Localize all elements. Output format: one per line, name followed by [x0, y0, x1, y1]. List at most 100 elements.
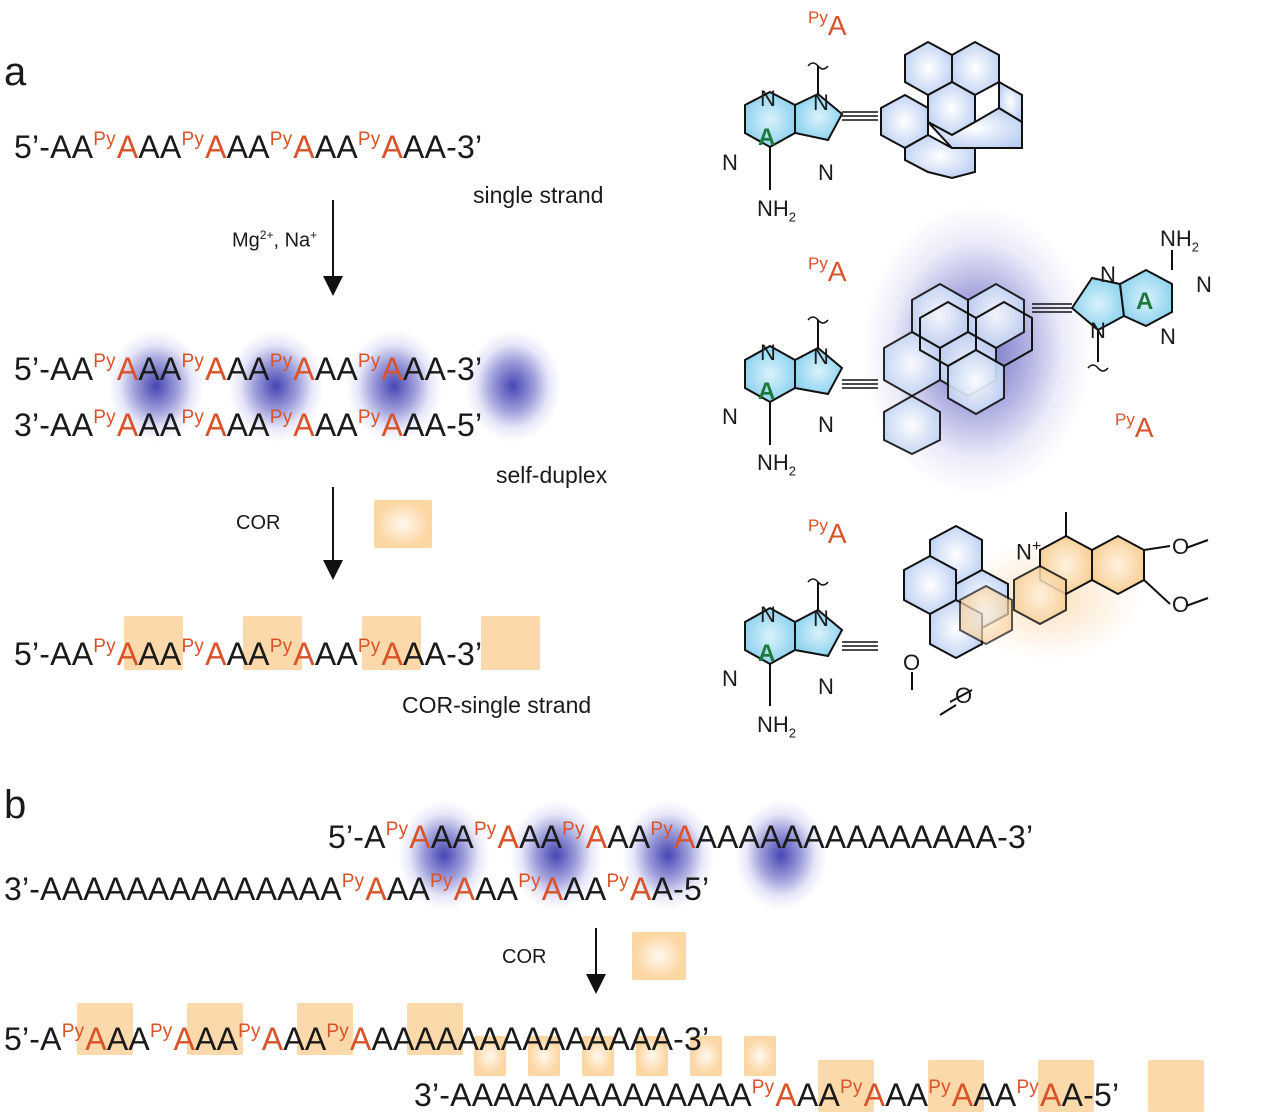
sequence-duplex-bottom: 3’-AAPyAAAPyAAAPyAAAPyAAA-5’ — [14, 398, 482, 445]
cor-intercalated-box — [744, 1036, 776, 1076]
pyA-residue: PyA — [149, 1021, 196, 1057]
condition-cor-b: COR — [502, 946, 547, 968]
cor-square-icon — [374, 500, 432, 548]
sequence-b-cor-bottom: 3’-AAAAAAAAAAAAAAPyAAAPyAAAPyAAAPyAA-5’ — [414, 1068, 1119, 1115]
atom-label-N: N — [760, 340, 776, 365]
pyA-residue: PyA — [606, 871, 652, 907]
cor-box — [297, 1003, 353, 1055]
pyA-residue: PyA — [93, 129, 139, 165]
cor-square-icon — [632, 932, 686, 980]
pyA-residue: PyA — [385, 819, 431, 855]
atom-label-N: N — [813, 606, 829, 631]
caption-cor-single-strand: COR-single strand — [402, 692, 592, 718]
seq-5prime: 5’- — [14, 129, 51, 165]
cor-box — [481, 616, 540, 670]
pyA-residue: PyA — [751, 1077, 797, 1113]
condition-cor: COR — [236, 512, 281, 534]
atom-label-O: O — [1172, 592, 1190, 617]
cor-box — [1148, 1060, 1204, 1112]
atom-label-N: N — [1196, 272, 1212, 297]
pyA-residue: PyA — [181, 351, 227, 387]
seq-aa: AA — [138, 129, 182, 165]
atom-label-O: O — [903, 650, 921, 675]
pyA-residue: PyA — [357, 129, 404, 165]
pyA-label-1: PyA — [808, 8, 847, 41]
pyA-residue: PyA — [518, 871, 564, 907]
arrow-down-1 — [323, 200, 343, 296]
pyA-residue: PyA — [93, 636, 139, 672]
pyA-structure-1 — [744, 40, 1023, 190]
atom-label-N: N — [1100, 262, 1116, 287]
sequence-single-strand: 5’-AAPyAAAPyAAAPyAAAPyAAA-3’ — [14, 120, 482, 167]
atom-label-N: N — [760, 602, 776, 627]
seq-aa: AA — [50, 129, 94, 165]
panel-letter-a: a — [4, 50, 27, 94]
seq-aa: AA — [226, 129, 270, 165]
cor-intercalated-box — [582, 1036, 614, 1076]
arrow-down-2 — [323, 487, 343, 580]
cor-box — [243, 616, 302, 670]
atom-label-N: N — [1090, 318, 1106, 343]
atom-label-N: N — [818, 674, 834, 699]
pyA-coralyne-structure — [744, 512, 1209, 716]
atom-label-N: N — [1160, 324, 1176, 349]
condition-ions: Mg2+, Na+ — [232, 228, 318, 252]
seq-3prime: -3’ — [446, 129, 483, 165]
pyA-residue: PyA — [93, 351, 139, 387]
pyA-label-4: PyA — [808, 516, 847, 549]
pyA-residue: PyA — [357, 636, 404, 672]
pyA-residue: PyA — [1016, 1077, 1062, 1113]
nh2-label: NH2 — [757, 450, 797, 479]
pyA-residue: PyA — [61, 1021, 107, 1057]
cor-box — [928, 1060, 984, 1112]
seq-aa: AA — [403, 129, 447, 165]
pyA-residue: PyA — [181, 129, 227, 165]
pyA-residue: PyA — [562, 819, 608, 855]
cor-box — [77, 1003, 133, 1055]
atom-label-O: O — [1172, 534, 1190, 559]
cor-box — [362, 616, 421, 670]
pyA-residue: PyA — [269, 129, 315, 165]
nh2-label: NH2 — [1160, 226, 1200, 255]
pyA-residue: PyA — [430, 871, 476, 907]
pyA-residue: PyA — [473, 819, 520, 855]
atom-label-N: N — [760, 86, 776, 111]
atom-label-N: N — [722, 666, 738, 691]
sequence-duplex-top: 5’-AAPyAAAPyAAAPyAAAPyAAA-3’ — [14, 342, 482, 389]
pyA-structure-2 — [744, 250, 1173, 456]
coralyne-N-plus: N+ — [1016, 538, 1042, 565]
base-letter-A: A — [758, 124, 776, 151]
pyA-label-3: PyA — [1115, 410, 1154, 443]
atom-label-N: N — [813, 344, 829, 369]
pyA-residue: PyA — [181, 636, 227, 672]
pyA-residue: PyA — [650, 819, 696, 855]
pyA-residue: PyA — [269, 351, 315, 387]
pyA-label-2: PyA — [808, 254, 847, 287]
atom-label-N: N — [818, 160, 834, 185]
pyA-residue: PyA — [341, 871, 387, 907]
cor-box — [1038, 1060, 1094, 1112]
cor-box — [187, 1003, 243, 1055]
arrow-down-b — [586, 928, 606, 994]
pyA-residue: PyA — [928, 1077, 974, 1113]
sequence-b-top: 5’-APyAAAPyAAAPyAAAPyAAAAAAAAAAAAAAA-3’ — [328, 810, 1033, 857]
sequence-cor-single-strand: 5’-AAPyAAAPyAAAPyAAAPyAAA-3’ — [14, 627, 482, 674]
pyA-residue: PyA — [357, 351, 404, 387]
cor-intercalated-box — [636, 1036, 668, 1076]
caption-self-duplex: self-duplex — [496, 462, 608, 488]
atom-label-N: N — [818, 412, 834, 437]
pyA-residue: PyA — [238, 1021, 284, 1057]
sequence-b-cor-top: 5’-APyAAAPyAAAPyAAAPyAAAAAAAAAAAAAAA-3’ — [4, 1012, 709, 1059]
atom-label-O: O — [955, 683, 973, 708]
pyA-residue: PyA — [326, 1021, 372, 1057]
pyA-residue: PyA — [93, 407, 139, 443]
cor-box — [124, 616, 183, 670]
atom-label-N: N — [813, 90, 829, 115]
cor-box — [818, 1060, 874, 1112]
sequence-b-bottom: 3’-AAAAAAAAAAAAAAPyAAAPyAAAPyAAAPyAA-5’ — [4, 862, 709, 909]
atom-label-N: N — [722, 404, 738, 429]
cor-intercalated-box — [528, 1036, 560, 1076]
seq-aa: AA — [314, 129, 358, 165]
caption-single-strand: single strand — [473, 182, 604, 208]
